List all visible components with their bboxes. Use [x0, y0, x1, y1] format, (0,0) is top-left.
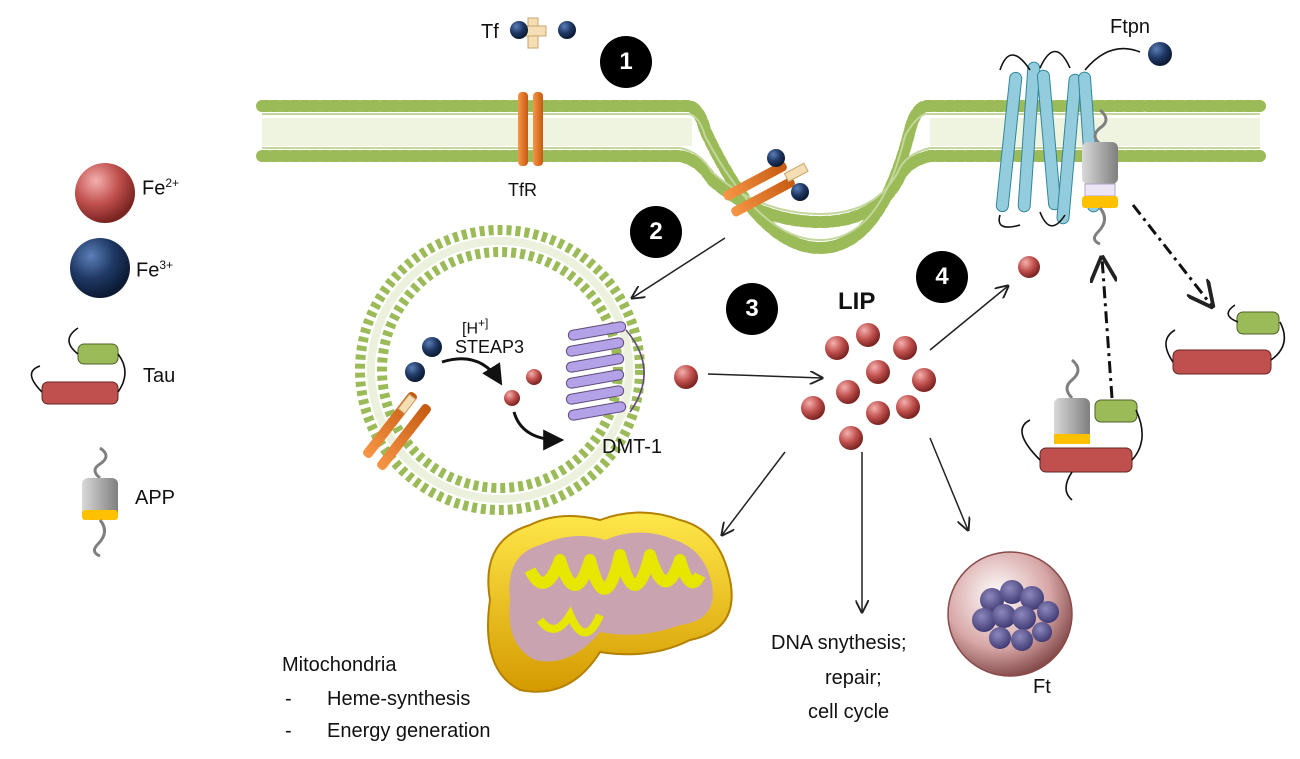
legend-fe2-label: Fe2+ — [142, 176, 179, 201]
reduction-arrow — [441, 357, 503, 386]
ftpn-label: Ftpn — [1110, 16, 1151, 38]
legend-app-icon — [82, 446, 118, 558]
tf-label: Tf — [481, 21, 499, 43]
dna-line-1: DNA snythesis; — [771, 632, 907, 654]
dna-line-3: cell cycle — [808, 701, 890, 723]
mito-item-2: Energy generation — [327, 720, 491, 742]
ferritin-sphere — [947, 551, 1073, 677]
dmt1-label: DMT-1 — [602, 436, 662, 458]
endocytosed-tf-tfr — [723, 149, 809, 217]
transferrin-receptor — [518, 92, 543, 166]
step-marker-2: 2 — [630, 206, 682, 258]
exported-fe3-ion — [1148, 42, 1172, 66]
steap3-label: STEAP3 — [455, 337, 525, 357]
legend-fe3-charge: 3+ — [159, 258, 174, 272]
arrow-endosome-to-lip — [707, 374, 822, 378]
step-marker-1: 1 — [600, 36, 652, 88]
step-marker-4: 4 — [916, 251, 968, 303]
mitochondria-illustration — [487, 511, 733, 693]
legend-fe2-base: Fe — [142, 177, 166, 200]
legend-fe3-label: Fe3+ — [136, 258, 173, 283]
endosome — [355, 225, 645, 515]
step-marker-3: 3 — [726, 283, 778, 335]
arrow-lip-to-mitochondria — [722, 451, 786, 535]
proton-label: [H+] — [462, 316, 488, 338]
legend-fe3-sphere — [70, 238, 130, 298]
legend-fe2-charge: 2+ — [165, 176, 180, 190]
legend-fe3-base: Fe — [136, 259, 160, 282]
mito-item-dash-2: - — [285, 720, 292, 742]
tfr-label: TfR — [508, 180, 537, 200]
endosome-fe2-ion-b — [504, 390, 520, 406]
ferroportin — [995, 47, 1141, 228]
dmt1-transporter — [565, 321, 645, 421]
transferrin-tf — [510, 17, 576, 49]
plasma-membrane — [256, 100, 1266, 255]
mito-item-1: Heme-synthesis — [327, 688, 471, 710]
legend-tau-label: Tau — [143, 365, 176, 387]
arrow-lip-to-ferritin — [929, 437, 968, 530]
app-membrane — [1082, 108, 1118, 246]
proton-open: [H — [462, 320, 478, 338]
free-tau — [1165, 304, 1286, 375]
tau-app-complex — [1021, 358, 1143, 501]
endosome-fe2-ion-a — [526, 369, 542, 385]
endosome-fe3-ion-b — [405, 362, 425, 382]
labile-iron-pool — [801, 323, 936, 450]
exiting-fe2-ion — [674, 365, 698, 389]
endosomal-tfr — [363, 392, 431, 470]
dmt1-uptake-arrow — [512, 411, 565, 451]
arrow-tau-app-to-membrane — [1102, 258, 1112, 399]
mito-item-dash-1: - — [285, 688, 292, 710]
legend — [30, 163, 135, 558]
endosome-fe3-ion-a — [422, 337, 442, 357]
mitochondria-title: Mitochondria — [282, 654, 397, 676]
arrow-app-to-free-tau — [1131, 204, 1212, 306]
ft-label: Ft — [1033, 676, 1051, 698]
legend-app-label: APP — [135, 487, 176, 509]
proton-charge: +] — [478, 316, 489, 330]
lip-label: LIP — [838, 288, 876, 315]
cytosolic-fe2-ion — [1018, 256, 1040, 278]
arrow-endocytosis-to-endosome — [632, 237, 726, 298]
legend-tau-icon — [30, 327, 126, 405]
arrow-lip-to-membrane — [929, 286, 1008, 351]
dna-line-2: repair; — [825, 667, 882, 689]
legend-fe2-sphere — [75, 163, 135, 223]
